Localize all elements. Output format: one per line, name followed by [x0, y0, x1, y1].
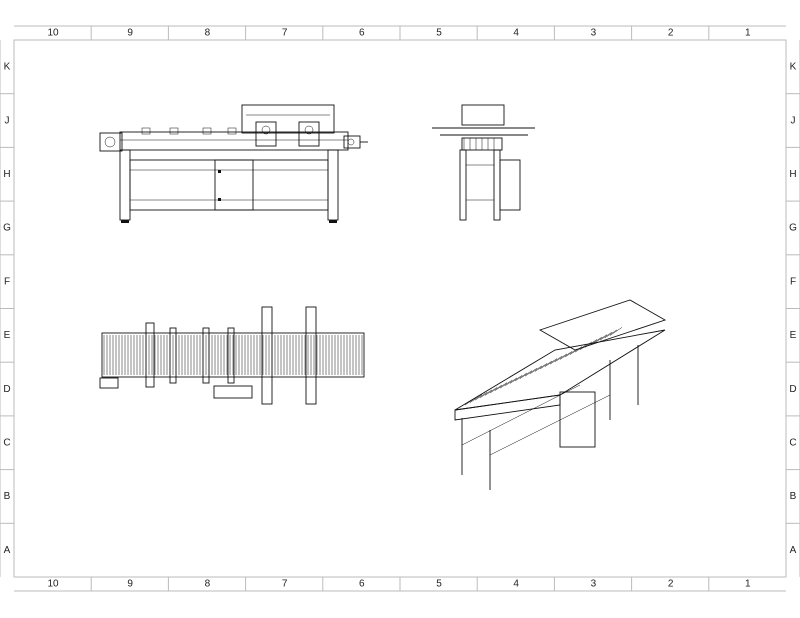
belt-slat — [609, 327, 623, 336]
belt-slat — [484, 387, 498, 396]
belt-slat — [489, 384, 503, 394]
belt-slat — [544, 358, 558, 367]
belt-slat — [469, 394, 483, 403]
row-label: F — [790, 276, 796, 287]
belt-slat — [589, 336, 603, 346]
column-label: 7 — [282, 579, 288, 590]
belt-slat — [539, 360, 553, 370]
row-label: A — [4, 545, 11, 556]
row-label: J — [5, 115, 10, 126]
column-label: 10 — [47, 579, 59, 590]
row-label: B — [4, 491, 11, 502]
column-label: 1 — [745, 579, 751, 590]
belt-slat — [559, 351, 573, 360]
isometric-view — [454, 299, 667, 490]
belt-slat — [549, 355, 563, 365]
row-label: H — [3, 169, 10, 180]
belt-slat — [514, 372, 528, 382]
belt-slat — [509, 375, 523, 384]
belt-slat — [494, 382, 508, 391]
belt-slat — [524, 367, 538, 377]
side-view — [432, 104, 535, 221]
belt-slat — [529, 365, 543, 375]
column-label: 2 — [668, 579, 674, 590]
row-label: K — [790, 62, 797, 73]
row-label: F — [4, 276, 10, 287]
belt-slat — [604, 329, 618, 339]
column-label: 6 — [359, 579, 365, 590]
belt-slat — [479, 389, 493, 399]
column-label: 1 — [745, 28, 751, 39]
row-label: H — [789, 169, 796, 180]
sheet-border — [0, 25, 800, 592]
row-label: E — [4, 330, 11, 341]
column-label: 3 — [591, 579, 597, 590]
column-label: 10 — [47, 28, 59, 39]
column-label: 7 — [282, 28, 288, 39]
row-label: C — [3, 438, 10, 449]
belt-slat — [554, 353, 568, 363]
belt-slat — [594, 334, 608, 343]
column-label: 3 — [591, 28, 597, 39]
row-label: C — [789, 438, 796, 449]
top-view — [99, 306, 365, 405]
column-label: 6 — [359, 28, 365, 39]
row-label: J — [791, 115, 796, 126]
belt-slat — [499, 379, 513, 389]
column-label: 4 — [513, 28, 519, 39]
belt-slat — [599, 331, 613, 341]
row-label: D — [3, 384, 10, 395]
row-label: G — [3, 223, 11, 234]
row-label: D — [789, 384, 796, 395]
belt-slat — [534, 363, 548, 372]
belt-slat — [579, 341, 593, 351]
column-label: 5 — [436, 28, 442, 39]
column-label: 2 — [668, 28, 674, 39]
row-label: A — [790, 545, 797, 556]
column-label: 4 — [513, 579, 519, 590]
front-view — [99, 104, 368, 223]
row-label: B — [790, 491, 797, 502]
row-label: E — [790, 330, 797, 341]
belt-slat — [474, 391, 488, 401]
column-label: 9 — [127, 579, 133, 590]
column-label: 5 — [436, 579, 442, 590]
column-label: 9 — [127, 28, 133, 39]
column-label: 8 — [205, 579, 211, 590]
belt-slat — [519, 370, 533, 379]
row-label: G — [789, 223, 797, 234]
column-label: 8 — [205, 28, 211, 39]
belt-slat — [464, 396, 478, 406]
row-label: K — [4, 62, 11, 73]
belt-slat — [504, 377, 518, 387]
